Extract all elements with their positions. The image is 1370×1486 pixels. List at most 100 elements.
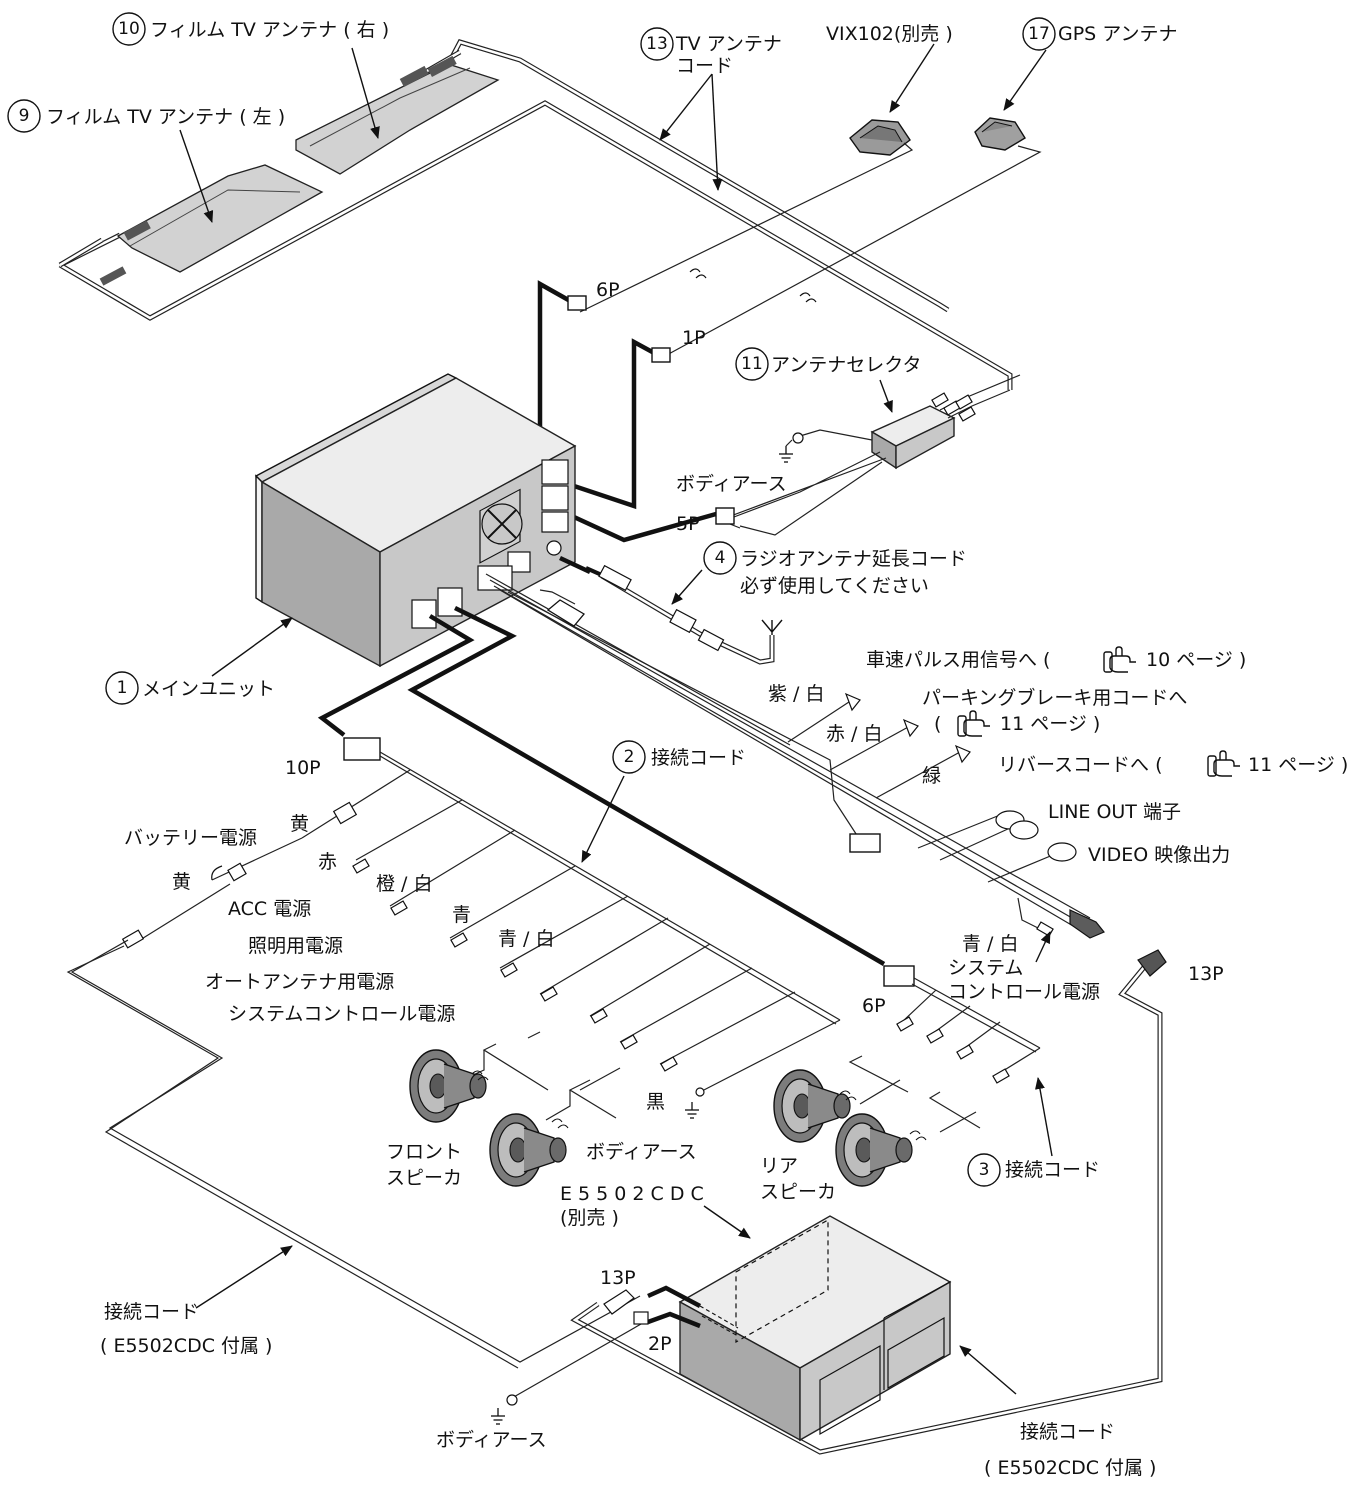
connector-6p-top: [567, 295, 587, 311]
connector-10p: [343, 737, 381, 761]
svg-text:1: 1: [117, 678, 128, 698]
callout-3: 3: [967, 1153, 1001, 1187]
label-acc: ACC 電源: [228, 898, 311, 920]
radio-antenna-extension: [559, 555, 783, 665]
pointing-hand-icon: [1103, 646, 1137, 673]
label-body-earth-top: ボディアース: [676, 473, 787, 495]
gps-antenna: [664, 117, 1042, 357]
pointing-hand-icon: [957, 710, 991, 737]
label-reverse: リバースコードへ (: [998, 754, 1163, 776]
pin-13p-right: 13P: [1188, 963, 1224, 985]
main-harness: [485, 573, 1105, 939]
label-front-speaker-2: スピーカ: [386, 1167, 462, 1189]
label-body-earth-bottom: ボディアース: [436, 1429, 547, 1451]
label-parking-page: 11 ページ ): [1000, 713, 1100, 735]
connector-1p: [651, 347, 671, 363]
label-conn-e5502-left-2: ( E5502CDC 付属 ): [100, 1335, 272, 1357]
pin-1p: 1P: [682, 327, 706, 349]
cdc-plugs: [603, 1289, 649, 1325]
label-auto-antenna: オートアンテナ用電源: [205, 971, 394, 993]
pin-5p: 5P: [676, 513, 700, 535]
label-red-white: 赤 / 白: [826, 723, 882, 745]
ground-symbol-icon: [684, 1101, 700, 1119]
front-speaker-right-icon: [489, 1113, 567, 1187]
pointer-arrows: [179, 43, 1053, 1395]
svg-text:10: 10: [118, 19, 140, 39]
cdc-left-cable: [66, 939, 649, 1406]
ground-symbol-icon: [778, 445, 794, 463]
connector-6p-mid: [883, 965, 915, 987]
pin-6p-top: 6P: [596, 279, 620, 301]
pin-2p: 2P: [648, 1333, 672, 1355]
ground-lead-top: [785, 439, 793, 447]
svg-text:17: 17: [1028, 24, 1050, 44]
main-unit: [254, 373, 577, 668]
label-conn-cord-2: 接続コード: [651, 747, 746, 769]
svg-text:9: 9: [19, 106, 30, 126]
label-radio-must: 必ず使用してください: [740, 575, 929, 597]
label-blue-white: 青 / 白: [498, 928, 554, 950]
label-conn-e5502-right-1: 接続コード: [1020, 1421, 1115, 1443]
svg-text:4: 4: [715, 548, 726, 568]
label-tv-cord-2: コード: [676, 55, 733, 77]
thick-cable-6p-mid: [407, 605, 886, 966]
front-speaker-left-icon: [409, 1049, 487, 1123]
rear-speaker-right-icon: [835, 1113, 913, 1187]
ground-symbol-icon: [490, 1407, 506, 1425]
label-conn-e5502-right-2: ( E5502CDC 付属 ): [984, 1457, 1156, 1479]
speaker-break-marks: [471, 1070, 927, 1141]
film-antenna-left: [99, 164, 324, 286]
label-body-earth-mid: ボディアース: [586, 1141, 697, 1163]
callout-2: 2: [612, 740, 646, 774]
label-line-out: LINE OUT 端子: [1048, 801, 1181, 823]
label-cdc-optional: (別売 ): [560, 1207, 619, 1229]
antenna-selector: [718, 374, 1021, 529]
pointing-hand-icon: [1207, 750, 1241, 777]
rear-speaker-left-icon: [773, 1069, 851, 1143]
6p-harness: [848, 977, 1041, 1133]
label-video-out: VIDEO 映像出力: [1088, 844, 1230, 866]
label-film-right: フィルム TV アンテナ ( 右 ): [150, 19, 389, 41]
callout-1: 1: [105, 671, 139, 705]
label-illum: 照明用電源: [248, 935, 343, 957]
label-speed-pulse-page: 10 ページ ): [1146, 649, 1246, 671]
label-gps: GPS アンテナ: [1058, 23, 1178, 45]
label-conn-e5502-left-1: 接続コード: [104, 1301, 199, 1323]
thick-cable-10p: [317, 614, 475, 737]
label-reverse-page: 11 ページ ): [1248, 754, 1348, 776]
10p-harness: [121, 751, 841, 1121]
svg-text:2: 2: [624, 747, 635, 767]
cdc-unit: [678, 1215, 952, 1442]
label-antenna-selector: アンテナセレクタ: [771, 354, 921, 376]
label-yellow-1: 黄: [290, 813, 309, 835]
callout-13: 13: [640, 27, 674, 61]
thick-cable-13p-cdc: [647, 1285, 702, 1308]
callout-4: 4: [703, 541, 737, 575]
label-sys-ctrl: システムコントロール電源: [228, 1003, 455, 1025]
label-orange-white: 橙 / 白: [376, 873, 432, 895]
label-green: 緑: [922, 765, 941, 787]
label-tv-cord-1: TV アンテナ: [675, 33, 782, 55]
vix102-unit: [579, 119, 914, 313]
callout-11: 11: [735, 347, 769, 381]
thick-cable-1p: [549, 338, 658, 510]
label-main-unit: メインユニット: [142, 678, 275, 700]
spare-connector: [849, 833, 881, 853]
thick-cable-2p: [647, 1311, 701, 1329]
connector-5p: [715, 507, 735, 525]
label-radio-ext: ラジオアンテナ延長コード: [740, 548, 967, 570]
label-cdc-model: E 5 5 0 2 C D C: [560, 1183, 704, 1205]
callout-9: 9: [7, 99, 41, 133]
label-sys-ctrl-right: コントロール電源: [948, 981, 1100, 1003]
label-black: 黒: [646, 1091, 665, 1113]
label-front-speaker-1: フロント: [386, 1141, 462, 1163]
13p-cable: [570, 949, 1167, 1455]
label-blue: 青: [452, 904, 471, 926]
svg-text:13: 13: [646, 34, 668, 54]
svg-text:3: 3: [979, 1160, 990, 1180]
selector-to-5p-cable: [739, 461, 883, 536]
film-antenna-right: [295, 55, 500, 175]
callout-10: 10: [112, 12, 146, 46]
pin-10p: 10P: [285, 757, 321, 779]
label-rear-speaker-2: スピーカ: [760, 1181, 836, 1203]
